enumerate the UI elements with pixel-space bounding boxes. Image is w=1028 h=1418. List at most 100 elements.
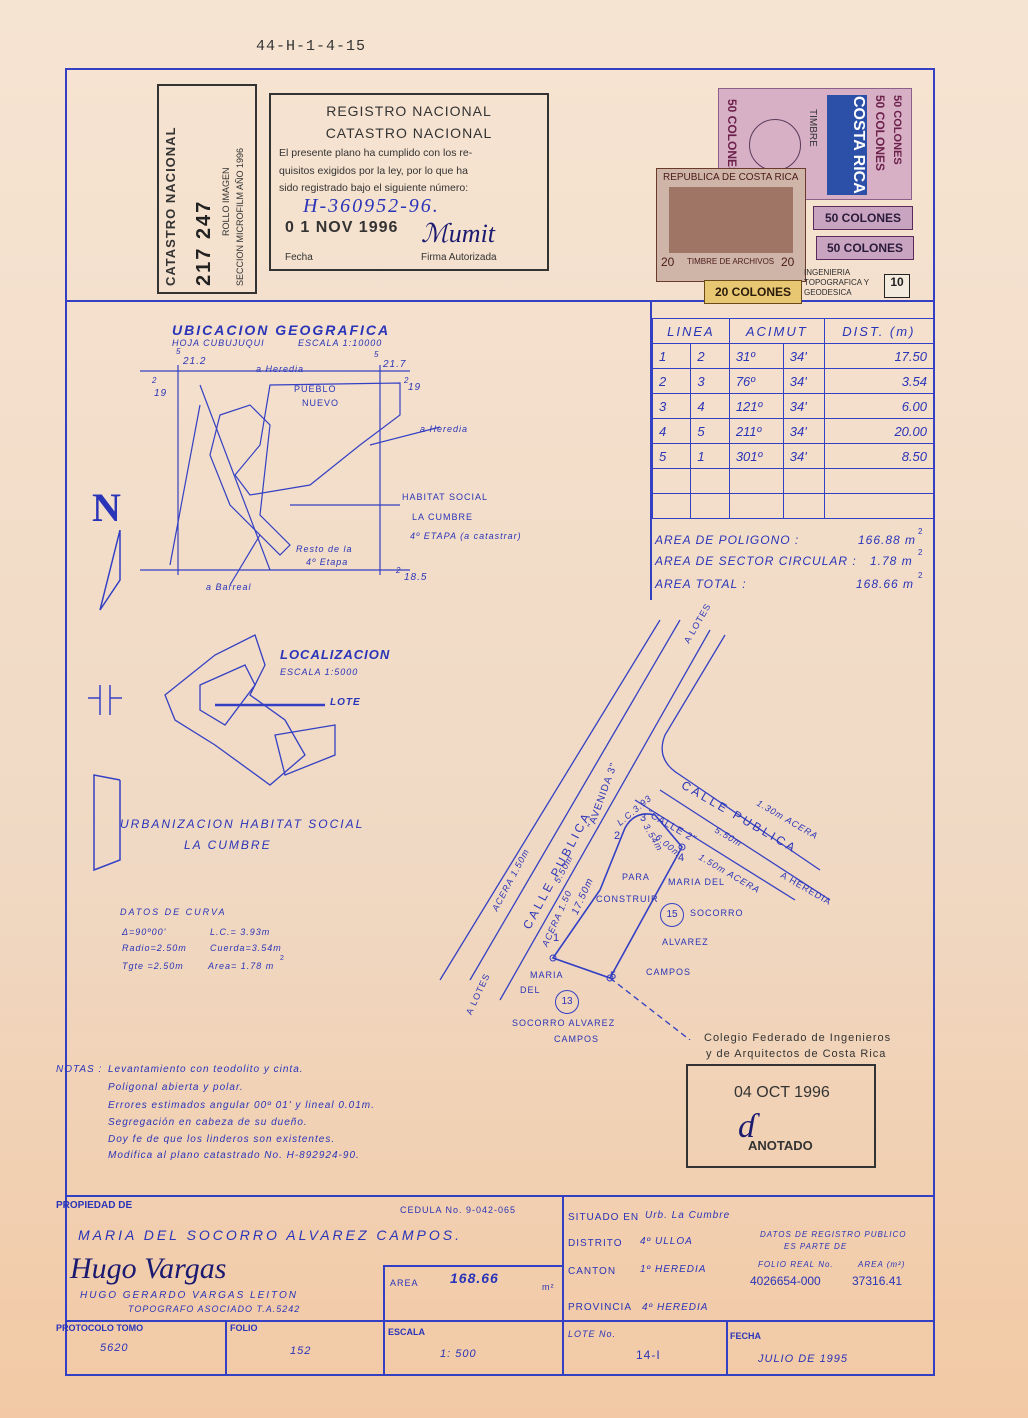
table-row — [651, 468, 935, 494]
lot-13-badge: 13 — [555, 990, 579, 1014]
cell: 34' — [782, 393, 825, 419]
propiedad-label: PROPIEDAD DE — [56, 1200, 133, 1211]
catastro-title: CATASTRO NACIONAL — [163, 126, 178, 286]
para-label: PARA — [622, 872, 650, 882]
cell: 5 — [690, 418, 730, 444]
localizacion-map — [164, 634, 336, 786]
socorro-1: SOCORRO — [690, 908, 744, 918]
colegio-line1: Colegio Federado de Ingenieros — [704, 1032, 892, 1044]
cell: 34' — [782, 368, 825, 394]
nota-1: Levantamiento con teodolito y cinta. — [108, 1064, 304, 1075]
localizacion-title: LOCALIZACION — [280, 647, 391, 662]
stamp-building-icon — [669, 187, 793, 253]
curva-lc: L.C.= 3.93m — [210, 927, 271, 937]
urb-label-2: LA CUMBRE — [184, 838, 272, 852]
area-poligono-value: 166.88 m — [858, 533, 917, 547]
colegio-signature: ɗ — [738, 1108, 755, 1145]
area-divider — [383, 1265, 563, 1267]
area-m2-label: AREA (m²) — [858, 1260, 906, 1269]
area-sector-label: AREA DE SECTOR CIRCULAR : — [655, 554, 857, 568]
nota-4: Segregación en cabeza de su dueño. — [108, 1117, 308, 1128]
sheet-id: 44-H-1-4-15 — [256, 38, 367, 55]
area-sector-value: 1.78 m — [870, 554, 913, 568]
cell: 5 — [651, 443, 692, 469]
catastro-box: CATASTRO NACIONAL 217 247 ROLLO IMAGEN S… — [157, 84, 257, 294]
footer-divider — [65, 1195, 935, 1197]
footer-row-divider — [65, 1320, 935, 1322]
cell: 4 — [690, 393, 730, 419]
cell: 76º — [728, 368, 784, 394]
nuevo-label: NUEVO — [302, 398, 340, 408]
cell: 17.50 — [823, 343, 935, 369]
distrito-label: DISTRITO — [568, 1238, 623, 1249]
colegio-date: 04 OCT 1996 — [734, 1084, 830, 1101]
area-sup-2: 2 — [918, 548, 924, 557]
folio-real-value: 4026654-000 — [750, 1274, 821, 1288]
curva-radio: Radio=2.50m — [122, 943, 187, 953]
colegio-stamp: 04 OCT 1996 ANOTADO ɗ — [686, 1064, 876, 1168]
maria-2: MARIA — [530, 970, 564, 980]
curva-sup: 2 — [280, 955, 285, 962]
point-1: 1 — [553, 932, 561, 944]
coord-2a: 2 — [152, 376, 158, 385]
escala-label: ESCALA — [388, 1327, 426, 1337]
coord-19b: 19 — [408, 382, 422, 393]
footer-vdivider-3 — [383, 1265, 385, 1376]
ubicacion-title: UBICACION GEOGRAFICA — [172, 322, 391, 338]
ubicacion-hoja: HOJA CUBUJUQUI — [172, 338, 265, 348]
fecha-value: JULIO DE 1995 — [758, 1353, 849, 1365]
registro-line1: REGISTRO NACIONAL — [326, 103, 492, 119]
lot-plan — [439, 619, 831, 1040]
north-arrow-icon — [88, 529, 122, 872]
resto2-label: 4º Etapa — [306, 557, 349, 567]
campos-1: CAMPOS — [646, 967, 692, 977]
folio-real-label: FOLIO REAL No. — [758, 1260, 834, 1269]
th-linea: LINEA — [652, 318, 730, 344]
protocolo-label: PROTOCOLO TOMO — [56, 1323, 144, 1333]
registro-line2: CATASTRO NACIONAL — [325, 125, 493, 141]
point-4: 4 — [678, 852, 686, 864]
cell: 3.54 — [823, 368, 935, 394]
catastro-seccion: SECCION MICROFILM AÑO 1996 — [235, 147, 245, 286]
curva-area: Area= 1.78 m — [208, 961, 275, 971]
topografo-name: HUGO GERARDO VARGAS LEITON — [80, 1290, 298, 1301]
point-5: 5 — [610, 970, 618, 982]
stamp-s2: 50 COLONES — [873, 95, 887, 172]
ubicacion-escala: ESCALA 1:10000 — [298, 338, 383, 348]
nota-2: Poligonal abierta y polar. — [108, 1082, 244, 1093]
area-total-value: 168.66 m — [856, 577, 915, 591]
header-divider — [65, 300, 935, 302]
area-unit: m² — [542, 1282, 555, 1292]
cell: 1 — [690, 443, 730, 469]
coord-5a: 5 — [176, 347, 182, 356]
registro-stamp: REGISTRO NACIONAL CATASTRO NACIONAL El p… — [269, 93, 549, 271]
stamp-timbre: TIMBRE — [807, 109, 818, 147]
area-total-label: AREA TOTAL : — [655, 577, 747, 591]
lote-no-label: LOTE No. — [568, 1329, 617, 1339]
stamp-20a: 20 — [661, 255, 675, 269]
a-heredia-1: a Heredia — [256, 364, 305, 374]
cell: 211º — [728, 418, 784, 444]
lote-label: LOTE — [330, 697, 361, 708]
socorro-2: SOCORRO ALVAREZ — [512, 1018, 616, 1028]
a-barreal: a Barreal — [206, 582, 252, 592]
footer-vdivider-4 — [726, 1320, 728, 1376]
stamp-republica: REPUBLICA DE COSTA RICA 20 TIMBRE DE ARC… — [656, 168, 806, 282]
fecha-label: FECHA — [730, 1331, 761, 1341]
topografo-signature: Hugo Vargas — [70, 1252, 227, 1285]
cell: 31º — [728, 343, 784, 369]
catastro-rollo: ROLLO IMAGEN — [221, 167, 231, 236]
provincia-label: PROVINCIA — [568, 1302, 633, 1313]
lote-no-value: 14-I — [636, 1348, 661, 1362]
cell: 34' — [782, 343, 825, 369]
cell: 2 — [651, 368, 692, 394]
provincia-value: 4º HEREDIA — [642, 1302, 709, 1313]
nota-6: Modifica al plano catastrado No. H-89292… — [108, 1150, 360, 1161]
curva-tgte: Tgte =2.50m — [122, 961, 184, 971]
coord-2b: 2 — [404, 376, 410, 385]
stamp-archivos: TIMBRE DE ARCHIVOS — [687, 257, 775, 266]
etapa-label: 4º ETAPA (a catastrar) — [410, 531, 522, 541]
lot-15-badge: 15 — [660, 903, 684, 927]
